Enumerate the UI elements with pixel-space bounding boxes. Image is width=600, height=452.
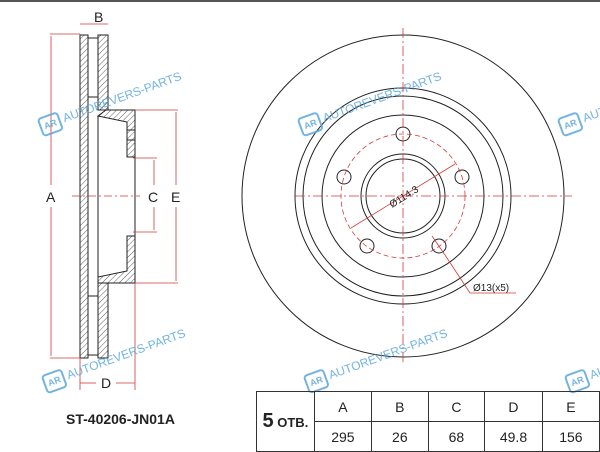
value-b: 26 xyxy=(371,421,429,452)
header-c: C xyxy=(427,391,486,422)
header-e: E xyxy=(541,391,600,422)
value-e: 156 xyxy=(541,421,600,452)
label-e: E xyxy=(171,189,180,205)
hole-size-label: Ø13(x5) xyxy=(473,283,509,294)
header-b: B xyxy=(371,391,429,422)
label-b: B xyxy=(94,9,103,25)
header-d: D xyxy=(484,391,543,422)
value-a: 295 xyxy=(313,421,373,452)
label-d: D xyxy=(101,375,111,391)
label-c: C xyxy=(148,189,158,205)
holes-count-cell: 5 ОТВ. xyxy=(256,391,315,452)
part-number: ST-40206-JN01A xyxy=(66,411,175,427)
header-a: A xyxy=(313,391,373,422)
value-d: 49.8 xyxy=(484,421,543,452)
dimensions-table: 5 ОТВ. A B C D E 295 26 68 49.8 156 xyxy=(256,391,600,452)
top-border xyxy=(0,0,600,2)
label-a: A xyxy=(46,189,56,205)
side-dimensions xyxy=(50,23,178,390)
bolt-circle-label: Ø114.3 xyxy=(388,184,421,211)
value-c: 68 xyxy=(427,421,486,452)
front-dimensions xyxy=(295,28,572,364)
side-view xyxy=(79,34,136,359)
